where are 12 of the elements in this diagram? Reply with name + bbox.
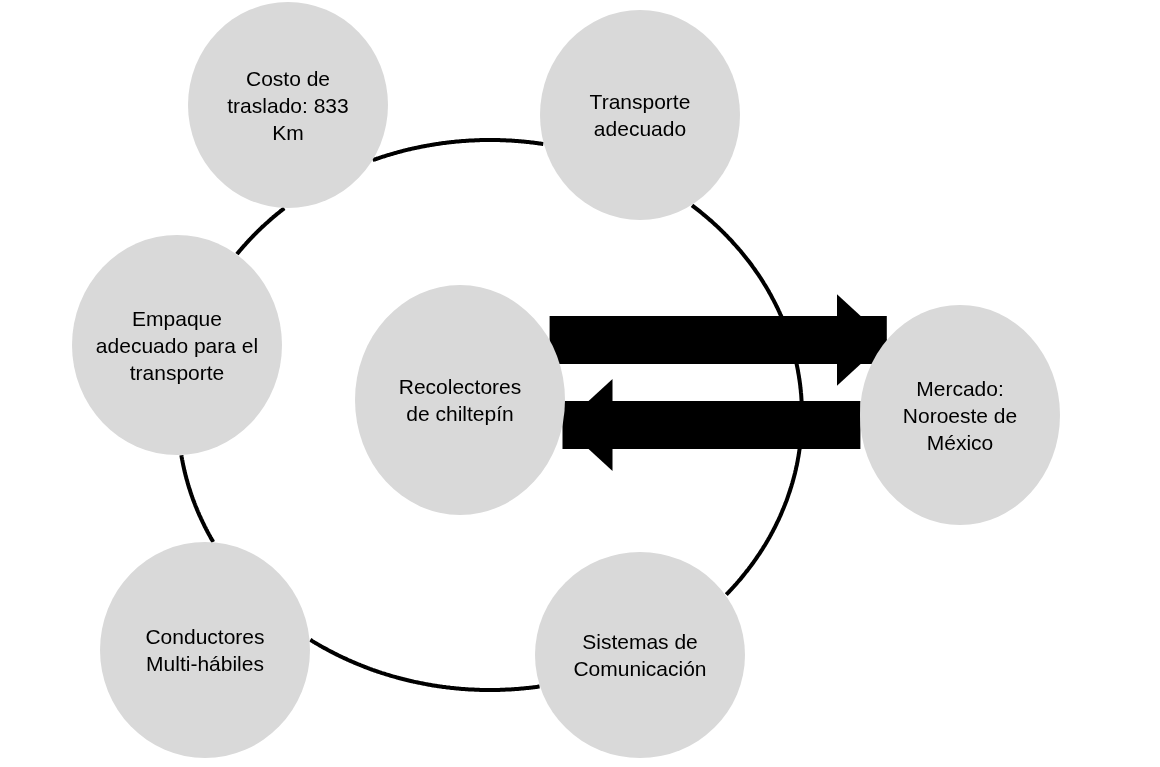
- node-label: Conductores Multi-hábiles: [144, 624, 266, 677]
- connector-line: [309, 638, 541, 692]
- node-label: Transporte adecuado: [588, 89, 692, 142]
- node-label: Recolectores de chiltepín: [397, 374, 523, 427]
- node-label: Costo de traslado: 833 Km: [226, 65, 350, 146]
- node-label: Mercado: Noroeste de México: [901, 375, 1019, 456]
- connector-line: [690, 203, 804, 596]
- node-label: Sistemas de Comunicación: [572, 629, 708, 682]
- connector-line: [371, 138, 545, 163]
- block-arrow: [549, 294, 887, 386]
- connector-line: [179, 453, 215, 544]
- node-label: Empaque adecuado para el transporte: [94, 305, 260, 386]
